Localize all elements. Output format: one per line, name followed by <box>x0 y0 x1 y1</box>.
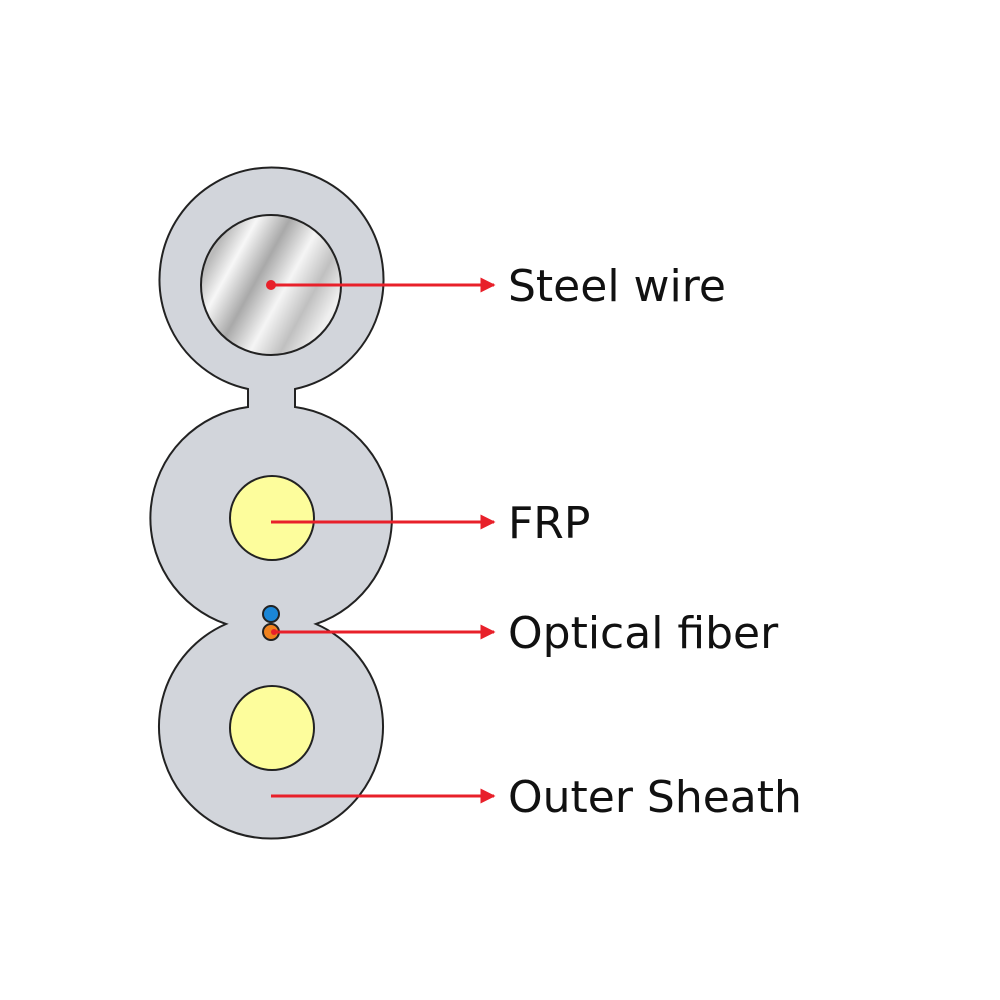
optical-fiber-blue <box>262 605 280 623</box>
outer-sheath-label: Outer Sheath <box>508 772 802 823</box>
optical-fiber-label: Optical fiber <box>508 608 779 659</box>
frp-member-upper <box>229 475 315 561</box>
frp-member-lower <box>229 685 315 771</box>
steel-wire-label: Steel wire <box>508 261 726 312</box>
frp-label: FRP <box>508 498 590 549</box>
